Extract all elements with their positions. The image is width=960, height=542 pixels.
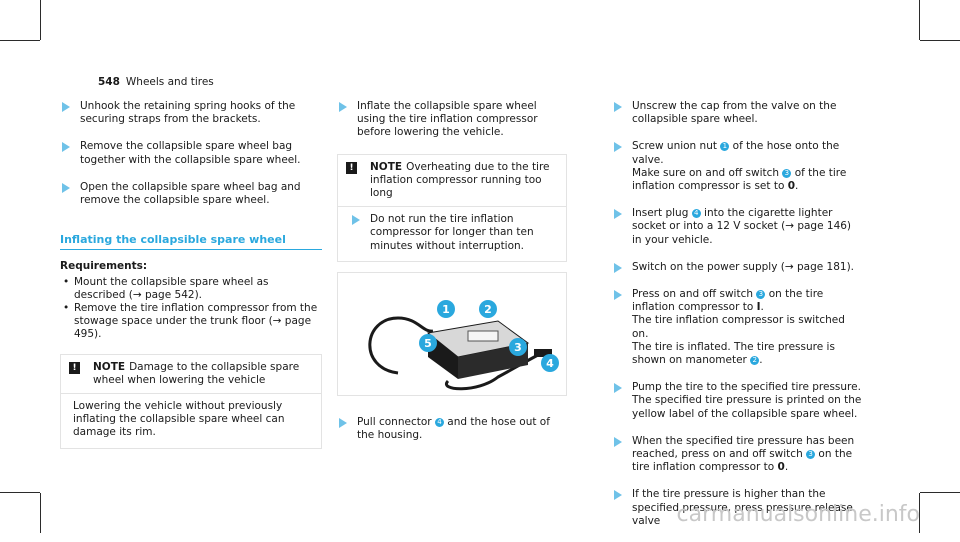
step: Inflate the collapsible spare wheel usin… <box>337 100 567 140</box>
step-arrow-icon <box>614 490 622 501</box>
step-arrow-icon <box>339 102 347 112</box>
step-arrow-icon <box>614 142 622 153</box>
step-arrow-icon <box>614 290 622 301</box>
step: Press on and off switch 3 on the tire in… <box>612 288 862 367</box>
crop-mark <box>40 493 41 533</box>
step: Pump the tire to the specified tire pres… <box>612 381 862 421</box>
note-body: Do not run the tire inflation compressor… <box>338 207 566 261</box>
watermark: carmanualsonline.info <box>676 502 920 527</box>
page-title: Wheels and tires <box>125 76 214 88</box>
step-arrow-icon <box>614 262 622 273</box>
svg-text:1: 1 <box>442 303 450 316</box>
step: Insert plug 4 into the cigarette lighter… <box>612 207 862 247</box>
crop-mark <box>0 492 40 493</box>
callout-icon: 3 <box>782 168 792 178</box>
callout-5 <box>419 333 437 352</box>
step: Pull connector 4 and the hose out of the… <box>337 416 567 442</box>
list-item: Mount the collapsible spare wheel as des… <box>60 276 322 302</box>
warning-icon: ! <box>69 361 80 374</box>
step: When the specified tire pressure has bee… <box>612 435 862 475</box>
step-arrow-icon <box>62 182 70 193</box>
callout-icon: 3 <box>756 290 766 300</box>
step: Switch on the power supply (→ page 181). <box>612 261 862 274</box>
section-title: Inflating the collapsible spare wheel <box>60 233 322 251</box>
column-2: Inflate the collapsible spare wheel usin… <box>337 100 567 456</box>
list-item: Remove the tire inflation compressor fro… <box>60 302 322 342</box>
crop-mark <box>40 0 41 40</box>
callout-3 <box>509 337 527 356</box>
step-arrow-icon <box>614 383 622 394</box>
step: Screw union nut 1 of the hose onto the v… <box>612 140 862 193</box>
page-number: 548 <box>98 76 120 88</box>
crop-mark <box>920 492 960 493</box>
callout-icon: 4 <box>691 209 701 219</box>
callout-icon: 1 <box>720 142 730 152</box>
step: Do not run the tire inflation compressor… <box>350 213 558 253</box>
step-arrow-icon <box>614 102 622 112</box>
page-header: 548 Wheels and tires <box>98 76 214 88</box>
compressor-drawing: 1 2 3 4 5 <box>368 299 559 391</box>
step-arrow-icon <box>339 417 347 428</box>
requirements-title: Requirements: <box>60 260 148 273</box>
step: Open the collapsible spare wheel bag and… <box>60 181 322 207</box>
step: Unscrew the cap from the valve on the co… <box>612 100 862 126</box>
svg-text:5: 5 <box>424 337 432 350</box>
callout-4 <box>541 353 559 372</box>
column-3: Unscrew the cap from the valve on the co… <box>612 100 862 542</box>
svg-text:4: 4 <box>546 357 554 370</box>
step-arrow-icon <box>614 209 622 220</box>
note-body: Lowering the vehicle without previously … <box>73 400 285 439</box>
callout-icon: 3 <box>806 450 816 460</box>
step-arrow-icon <box>62 102 70 112</box>
callout-icon: 4 <box>434 417 444 427</box>
callout-2 <box>479 299 497 318</box>
crop-mark <box>919 0 920 40</box>
svg-text:3: 3 <box>514 341 522 354</box>
crop-mark <box>0 40 40 41</box>
crop-mark <box>919 493 920 533</box>
step-arrow-icon <box>62 142 70 153</box>
compressor-illustration: 1 2 3 4 5 <box>337 271 567 396</box>
column-1: Unhook the retaining spring hooks of the… <box>60 100 322 449</box>
svg-text:2: 2 <box>484 303 492 316</box>
step-arrow-icon <box>352 215 360 226</box>
crop-mark <box>920 40 960 41</box>
step: If the tire pressure is higher than the … <box>612 488 862 528</box>
step: Remove the collapsible spare wheel bag t… <box>60 140 322 166</box>
step-arrow-icon <box>614 436 622 447</box>
step: Unhook the retaining spring hooks of the… <box>60 100 322 126</box>
callout-icon: 2 <box>750 356 760 366</box>
warning-icon: ! <box>346 161 357 174</box>
callout-1 <box>437 299 455 318</box>
